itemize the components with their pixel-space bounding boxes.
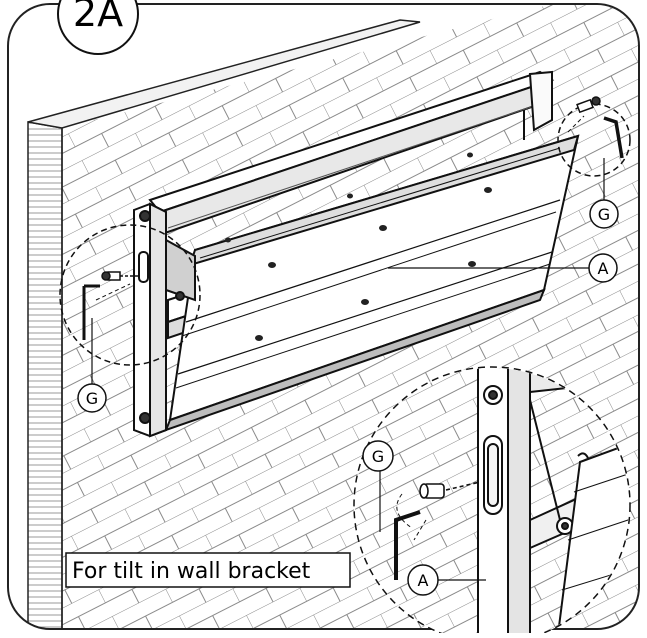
screw-icon: [101, 271, 138, 281]
tilt-plate-a: [164, 134, 580, 432]
step-badge: 2A: [57, 0, 139, 55]
caption-text: For tilt in wall bracket: [72, 559, 311, 584]
left-bracket-arm: [133, 202, 196, 438]
callout-detail-g: G: [362, 440, 394, 532]
callout-label: G: [598, 205, 610, 224]
screw-icon: [576, 96, 601, 114]
callout-right-g: G: [589, 158, 619, 229]
callout-plate-a: A: [388, 253, 618, 283]
callout-detail-a: A: [407, 564, 486, 596]
step-label: 2A: [73, 0, 123, 35]
left-detail: [59, 224, 201, 366]
allen-key-icon: [82, 284, 100, 340]
callout-label: A: [598, 259, 609, 278]
callout-label: A: [418, 571, 429, 590]
caption-box: For tilt in wall bracket: [65, 552, 351, 588]
callout-left-g: G: [77, 318, 107, 413]
frame-border: [7, 3, 640, 630]
callout-label: G: [372, 447, 384, 466]
screw-icon: [419, 481, 481, 499]
callout-label: G: [86, 389, 98, 408]
right-fastener: [557, 96, 631, 177]
wall-top: [27, 19, 421, 129]
wall-edge: [27, 121, 63, 629]
allen-key-icon: [603, 116, 624, 159]
allen-key-icon: [394, 510, 421, 580]
plate-holes: [225, 152, 492, 341]
